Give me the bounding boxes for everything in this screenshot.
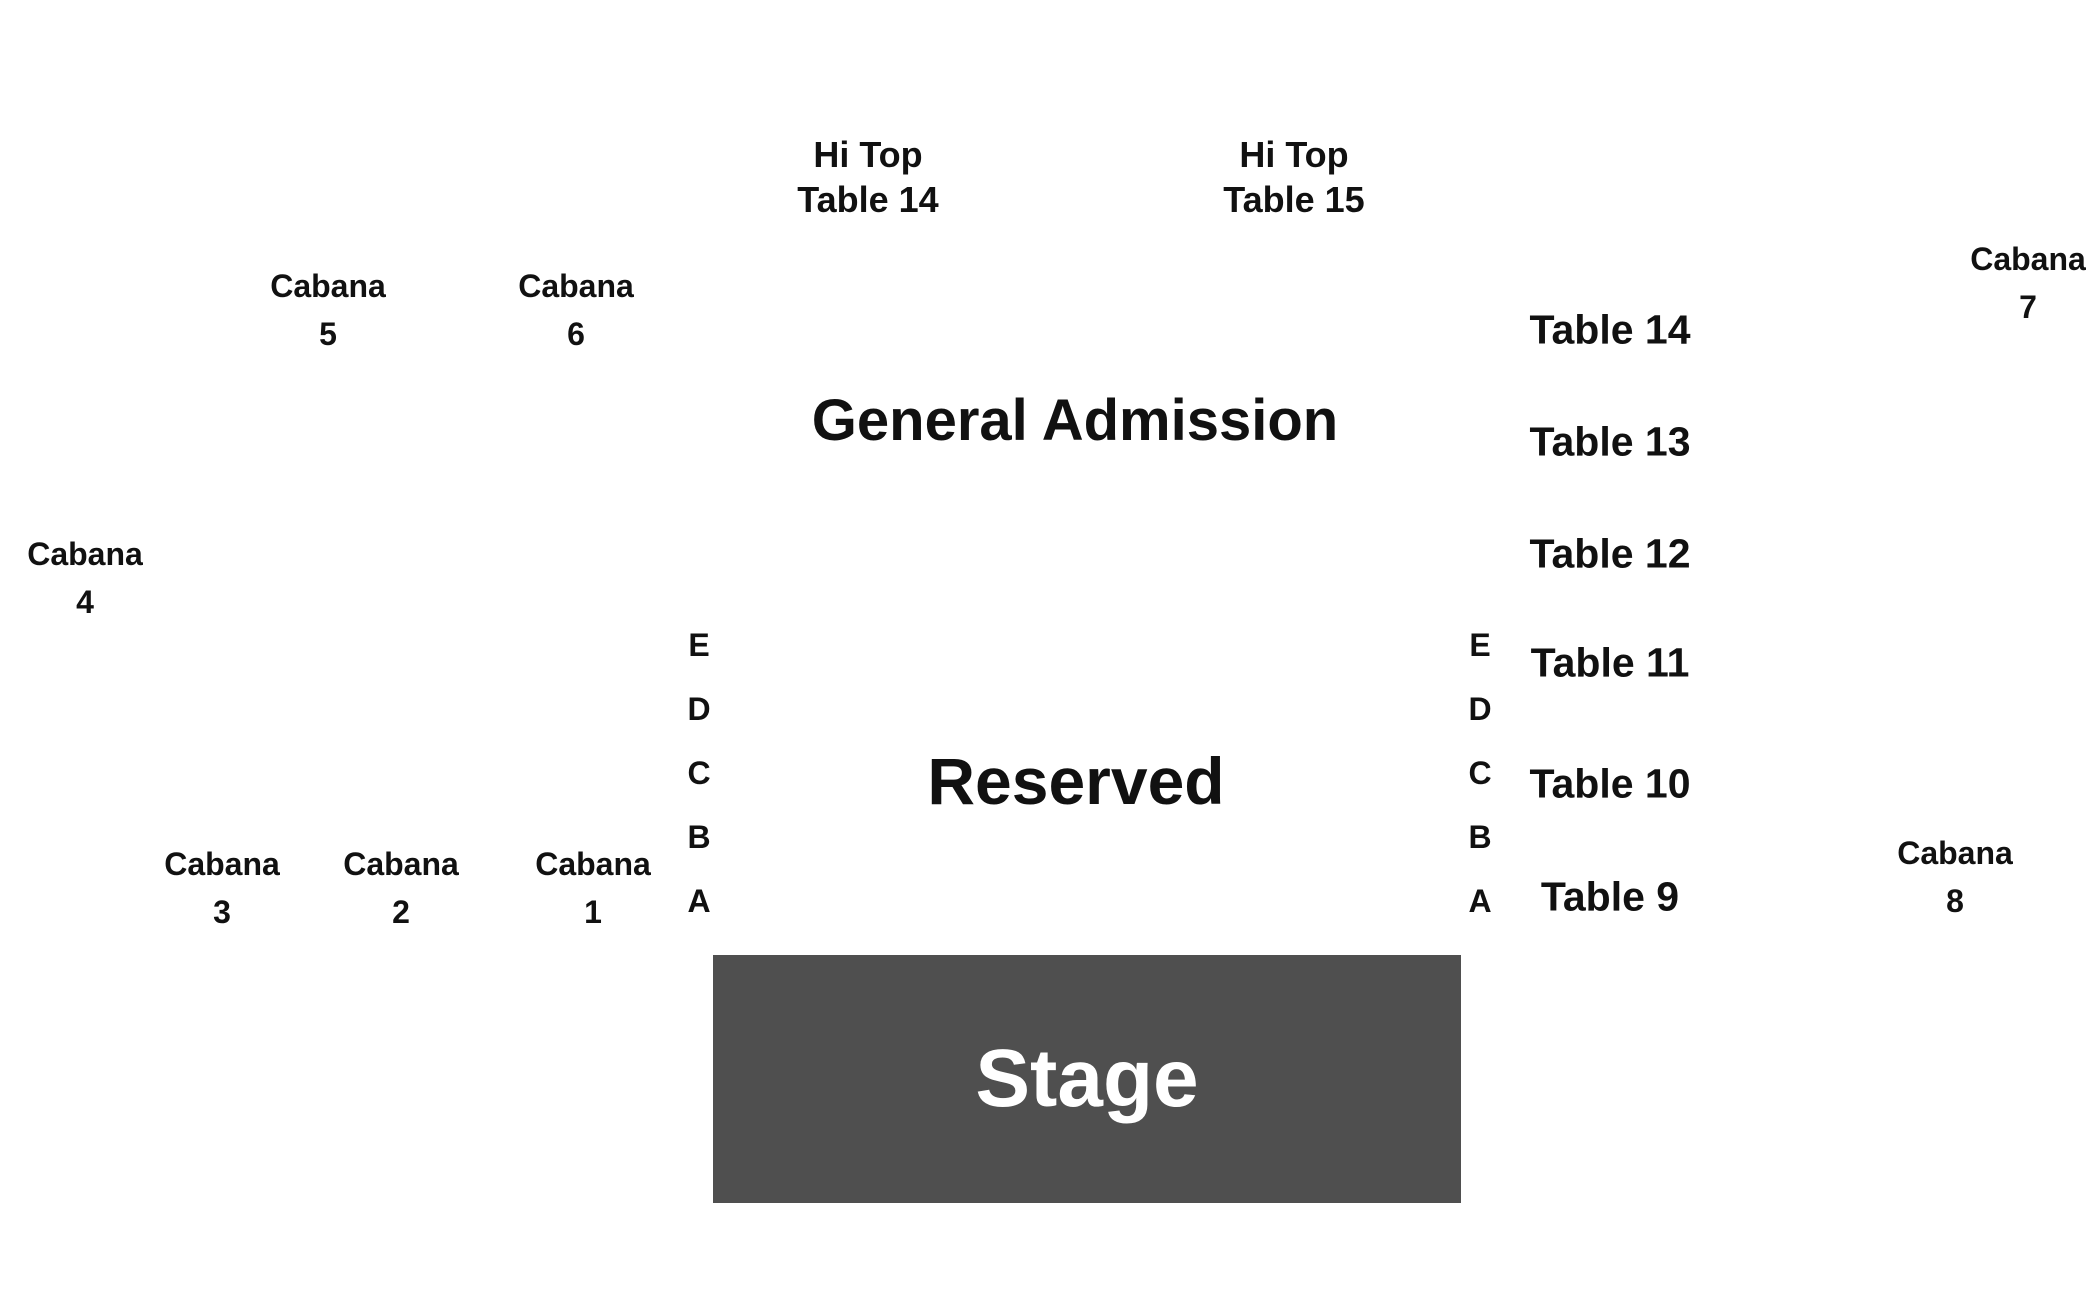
general-admission-section[interactable]: General Admission [811,388,1339,453]
cabana-number: 5 [319,316,337,352]
reserved-section[interactable]: Reserved [927,744,1225,818]
cabana-4[interactable]: Cabana 4 [27,530,143,626]
hi-top-label: Hi Top [813,134,923,175]
table-9[interactable]: Table 9 [1540,873,1680,920]
cabana-2[interactable]: Cabana 2 [343,840,459,936]
row-c-right[interactable]: C [1468,755,1492,791]
cabana-3[interactable]: Cabana 3 [164,840,280,936]
stage-label: Stage [975,1033,1199,1124]
cabana-number: 1 [584,894,602,930]
cabana-label: Cabana [343,846,459,882]
row-d-left[interactable]: D [687,691,711,727]
cabana-label: Cabana [164,846,280,882]
cabana-label: Cabana [535,846,651,882]
cabana-6[interactable]: Cabana 6 [518,262,634,358]
table-11[interactable]: Table 11 [1530,639,1690,686]
hi-top-table-15[interactable]: Hi Top Table 15 [1223,132,1364,222]
cabana-number: 2 [392,894,410,930]
cabana-8[interactable]: Cabana 8 [1897,829,2013,925]
table-13[interactable]: Table 13 [1529,418,1691,465]
cabana-number: 7 [2019,289,2037,325]
cabana-number: 6 [567,316,585,352]
row-b-left[interactable]: B [687,819,711,855]
cabana-label: Cabana [1970,241,2086,277]
cabana-label: Cabana [27,536,143,572]
cabana-1[interactable]: Cabana 1 [535,840,651,936]
row-e-left[interactable]: E [688,627,710,663]
row-d-right[interactable]: D [1468,691,1492,727]
cabana-label: Cabana [1897,835,2013,871]
row-b-right[interactable]: B [1468,819,1492,855]
cabana-label: Cabana [518,268,634,304]
row-e-right[interactable]: E [1469,627,1491,663]
cabana-5[interactable]: Cabana 5 [270,262,386,358]
hi-top-table-14[interactable]: Hi Top Table 14 [797,132,938,222]
table-10[interactable]: Table 10 [1529,760,1691,807]
table-12[interactable]: Table 12 [1529,530,1691,577]
cabana-label: Cabana [270,268,386,304]
cabana-number: 3 [213,894,231,930]
row-a-left[interactable]: A [687,883,711,919]
hi-top-label: Hi Top [1239,134,1349,175]
hi-top-table-number: Table 14 [797,179,939,220]
hi-top-table-number: Table 15 [1223,179,1365,220]
cabana-number: 4 [76,584,94,620]
row-c-left[interactable]: C [687,755,711,791]
table-14[interactable]: Table 14 [1529,306,1691,353]
cabana-7[interactable]: Cabana 7 [1970,235,2086,331]
cabana-number: 8 [1946,883,1964,919]
stage-area: Stage [713,955,1461,1203]
row-a-right[interactable]: A [1468,883,1492,919]
